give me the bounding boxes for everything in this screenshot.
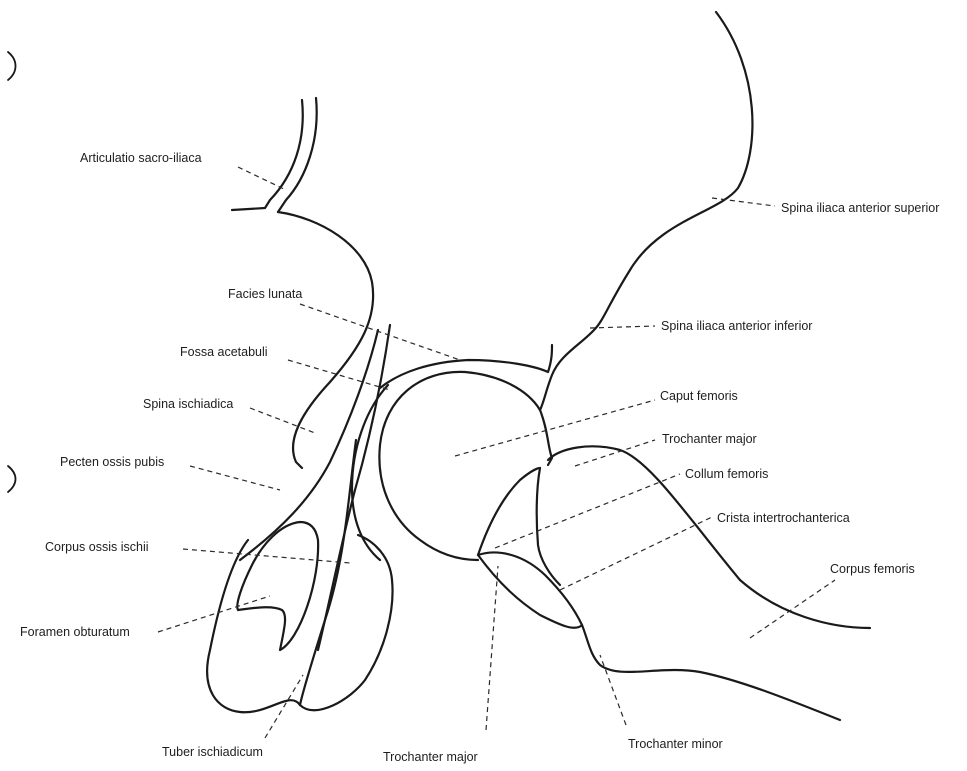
ilium-posterior-border <box>278 212 373 468</box>
label-crista-intertrochanterica: Crista intertrochanterica <box>717 511 850 525</box>
pubic-body-line <box>300 440 356 705</box>
label-collum-femoris: Collum femoris <box>685 467 768 481</box>
label-trochanter-minor: Trochanter minor <box>628 737 723 751</box>
ischium-inner-line <box>318 325 390 650</box>
crista-intertrochanterica-outline <box>478 552 582 627</box>
leader-corpus-femoris <box>750 580 835 638</box>
label-spina-iliaca-anterior-inferior: Spina iliaca anterior inferior <box>661 319 812 333</box>
ilium-anterior-border <box>540 12 752 410</box>
label-pecten-ossis-pubis: Pecten ossis pubis <box>60 455 164 469</box>
label-trochanter-major-lower: Trochanter major <box>383 750 478 764</box>
label-tuber-ischiadicum: Tuber ischiadicum <box>162 745 263 759</box>
leader-spina-iliaca-anterior-inferior <box>590 326 655 328</box>
label-facies-lunata: Facies lunata <box>228 287 302 301</box>
label-corpus-femoris: Corpus femoris <box>830 562 915 576</box>
leader-fossa-acetabuli <box>288 360 390 390</box>
label-articulatio-sacro-iliaca: Articulatio sacro-iliaca <box>80 151 202 165</box>
collum-posterior <box>478 468 540 555</box>
leader-facies-lunata <box>300 304 460 360</box>
trochanter-minor-outline <box>582 625 840 720</box>
acetabulum-rim <box>352 385 388 560</box>
scan-edge-mark-top <box>8 52 16 80</box>
leader-crista-intertrochanterica <box>560 517 712 590</box>
leader-corpus-ossis-ischii <box>183 549 350 563</box>
leader-articulatio-sacro-iliaca <box>238 167 286 190</box>
leader-lines <box>158 167 835 738</box>
leader-trochanter-major-upper <box>575 440 655 466</box>
label-foramen-obturatum: Foramen obturatum <box>20 625 130 639</box>
label-spina-iliaca-anterior-superior: Spina iliaca anterior superior <box>781 201 939 215</box>
leader-trochanter-major-lower <box>486 566 498 730</box>
label-fossa-acetabuli: Fossa acetabuli <box>180 345 268 359</box>
label-corpus-ossis-ischii: Corpus ossis ischii <box>45 540 149 554</box>
leader-trochanter-minor <box>600 655 626 725</box>
label-caput-femoris: Caput femoris <box>660 389 738 403</box>
foramen-obturatum-outline <box>237 522 318 650</box>
leader-collum-femoris <box>495 474 680 548</box>
bone-outlines <box>8 12 870 720</box>
scan-edge-mark-bottom <box>8 466 16 492</box>
acetabulum-roof <box>380 345 552 388</box>
label-trochanter-major-upper: Trochanter major <box>662 432 757 446</box>
label-spina-ischiadica: Spina ischiadica <box>143 397 233 411</box>
leader-caput-femoris <box>455 400 655 456</box>
leader-pecten-ossis-pubis <box>190 466 280 490</box>
labels: Articulatio sacro-iliaca Spina iliaca an… <box>20 151 939 764</box>
femoral-head-outline <box>379 372 540 560</box>
